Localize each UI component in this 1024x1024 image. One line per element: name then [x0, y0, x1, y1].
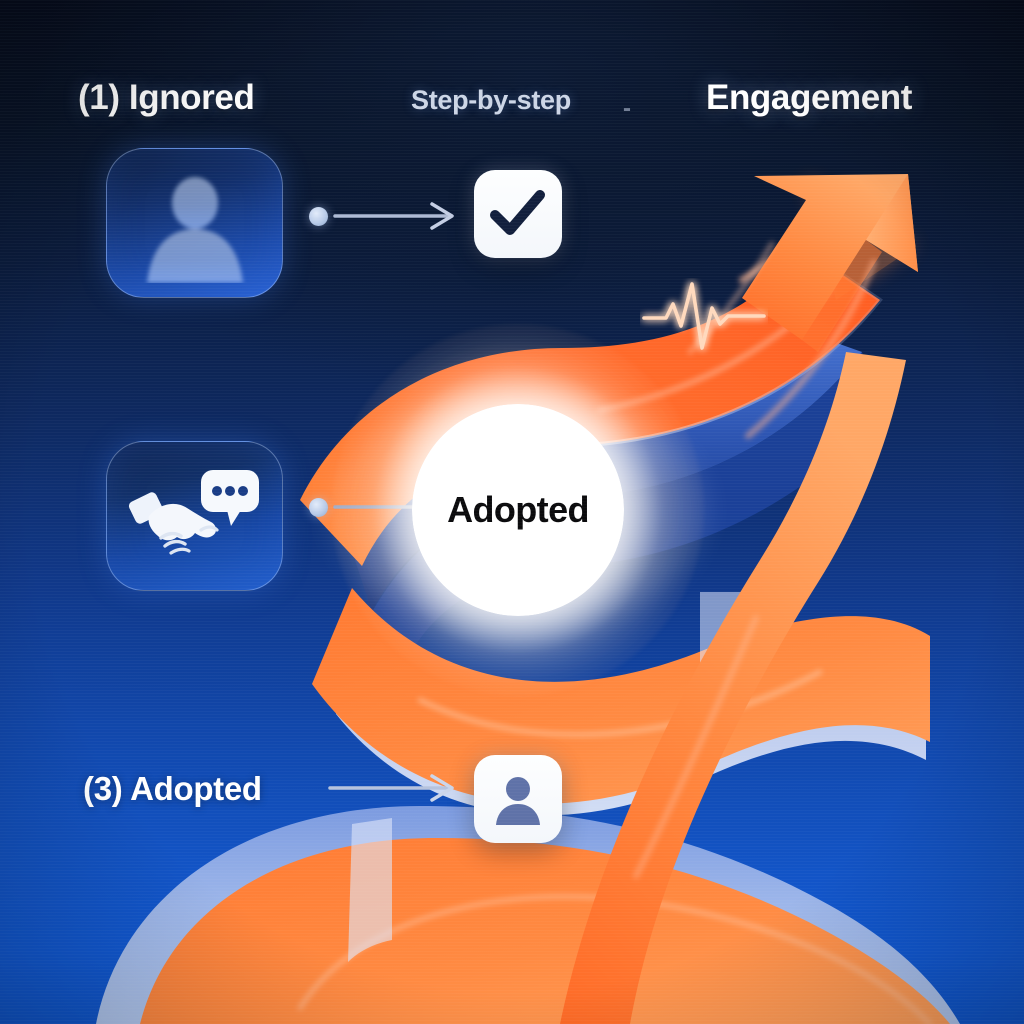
arrow-head-bevel [866, 174, 918, 272]
label-engagement: Engagement [706, 78, 913, 117]
user-silhouette-icon [146, 177, 243, 283]
ribbon-top-bottom [140, 838, 950, 1024]
label-step-by-step: Step-by-step [411, 85, 571, 115]
card-checkmark[interactable] [474, 170, 562, 258]
card-handshake-chat[interactable] [106, 441, 283, 591]
connector-1-arrow [333, 202, 454, 230]
handshake-chat-icon [128, 470, 259, 555]
connector-dot-1 [309, 207, 328, 226]
card-user-silhouette[interactable] [106, 148, 283, 298]
person-avatar-icon [496, 777, 540, 825]
arrow-motion-streak-3 [633, 615, 759, 879]
label-step-3: (3) Adopted [83, 770, 262, 807]
label-step-1: (1) Ignored [78, 78, 255, 117]
arrow-motion-streak-1 [745, 259, 877, 439]
ribbon-edge-plate-left [348, 818, 392, 962]
ribbon-contour-middle [417, 669, 823, 737]
checkmark-icon [490, 190, 545, 235]
hub-disc [412, 404, 624, 616]
arrow-shaft-bevel [802, 240, 882, 352]
label-step-by-step-dash: - [623, 95, 631, 122]
connector-3-arrow [328, 774, 454, 802]
pulse-line-icon [642, 282, 766, 350]
arrow-head [742, 174, 918, 340]
center-hub-adopted[interactable]: Adopted [332, 324, 704, 696]
card-person-avatar[interactable] [474, 755, 562, 843]
connector-dot-2 [309, 498, 328, 517]
hub-label: Adopted [447, 489, 589, 530]
